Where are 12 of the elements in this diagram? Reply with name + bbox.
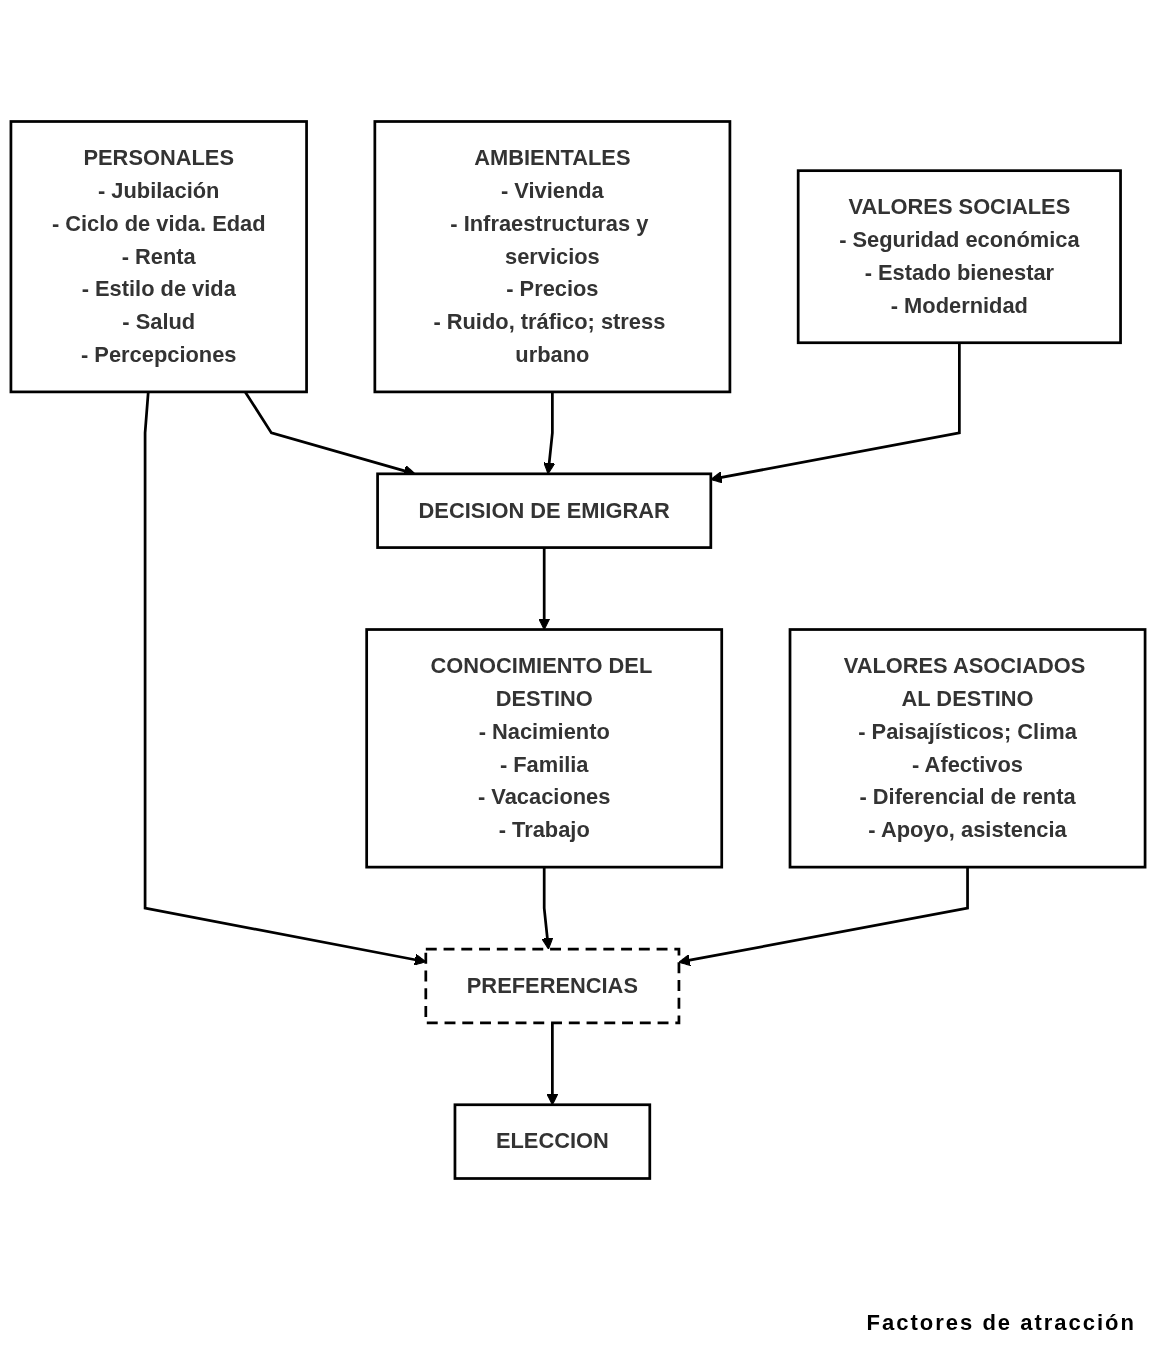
section-label: Factores de atracción: [866, 1310, 1136, 1336]
node-box: DECISION DE EMIGRAR: [376, 472, 713, 549]
arrow: [678, 867, 969, 967]
node-box: AMBIENTALES - Vivienda - Infraestructuras y servicios - Precios - Ruido, tráfico; stress urbano: [373, 120, 732, 394]
arrow: [541, 867, 554, 950]
node-box: CONOCIMIENTO DEL DESTINO - Nacimiento - Familia - Vacaciones - Trabajo: [365, 628, 724, 869]
node-box: PERSONALES - Jubilación - Ciclo de vida. Edad - Renta - Estilo de vida - Salud - Percepciones: [9, 120, 308, 394]
node-box: VALORES ASOCIADOS AL DESTINO - Paisajísticos; Clima - Afectivos - Diferencial de renta - Apoyo, asistencia: [788, 628, 1147, 869]
node-box: VALORES SOCIALES - Seguridad económica - Estado bienestar - Modernidad: [796, 169, 1122, 345]
node-box: ELECCION: [453, 1103, 652, 1180]
node-box: PREFERENCIAS: [424, 947, 681, 1025]
arrow: [710, 342, 961, 484]
